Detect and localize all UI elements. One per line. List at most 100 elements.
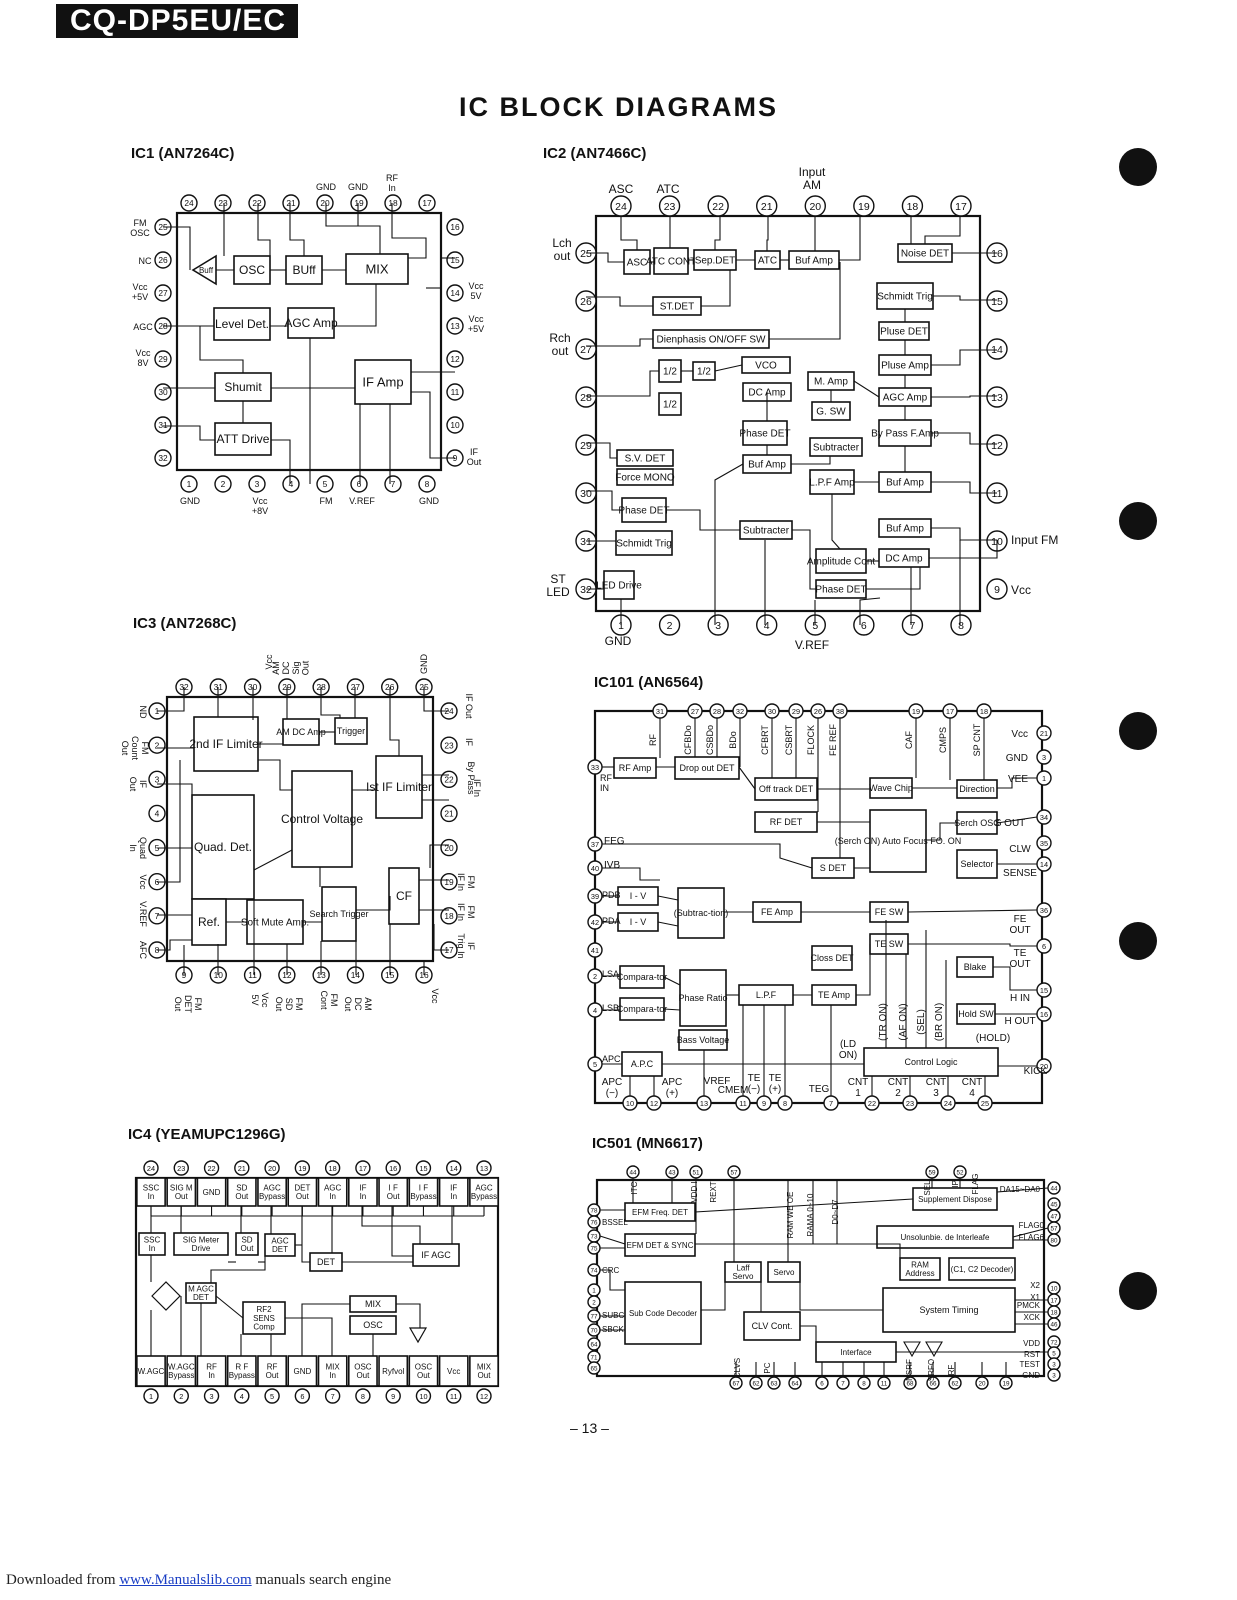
pin-label: By Pass	[466, 761, 476, 795]
ic101-block	[956, 779, 998, 799]
pin-number: 13	[316, 970, 326, 980]
pin-number: 63	[770, 1380, 778, 1387]
ic2-title: IC2 (AN7466C)	[543, 145, 647, 162]
pin-number: 64	[590, 1341, 598, 1348]
pin-number: 16	[450, 222, 460, 232]
pin-number: 3	[1052, 1372, 1056, 1379]
pin	[294, 1388, 311, 1404]
pin-number: 4	[240, 1392, 244, 1401]
ic4-bottom-cell	[287, 1355, 318, 1387]
pin	[446, 350, 464, 368]
pin-label: GND	[1022, 1371, 1040, 1380]
ic4-bottom-cell	[347, 1355, 378, 1387]
wire	[931, 432, 997, 445]
ic4-top-cell	[226, 1177, 257, 1207]
pin-label: D0~D7	[831, 1199, 840, 1225]
wire	[157, 760, 181, 883]
pin-label: PMCK	[1017, 1301, 1041, 1310]
punch-hole	[1119, 1272, 1157, 1310]
pin	[148, 907, 166, 925]
mix-block	[345, 253, 409, 285]
pin-label: GND	[605, 634, 632, 648]
ic4-block-label: DET	[317, 1257, 336, 1267]
pin	[1047, 1368, 1061, 1382]
ic2-block-label: Pluse Amp	[881, 361, 929, 372]
pin-label: Vcc+5V	[468, 314, 484, 334]
pin-number: 14	[450, 288, 460, 298]
pin-number: 76	[590, 1219, 598, 1226]
buffer-triangle	[925, 1341, 943, 1358]
ic501-block	[948, 1257, 1016, 1281]
pin-label: PDA	[602, 916, 621, 926]
pin	[243, 966, 262, 984]
pin	[901, 614, 924, 636]
pin	[384, 475, 402, 493]
ic101-block	[679, 969, 727, 1027]
wire	[839, 216, 861, 261]
pin-label: FM	[320, 496, 333, 506]
pin-label: X1	[1030, 1293, 1040, 1302]
ic501-block-label: Sub Code Decoder	[629, 1309, 697, 1318]
pin-label: RAMA 0~10	[806, 1193, 815, 1236]
pin-label: KICK	[1024, 1066, 1048, 1077]
wire	[215, 1295, 244, 1319]
ic501-block-label: EFM DET & SYNC	[627, 1241, 694, 1250]
pin-number: 3	[209, 1392, 213, 1401]
pin-number: 39	[591, 892, 599, 901]
pin-number: 1	[149, 1392, 153, 1401]
wire	[800, 1325, 817, 1342]
ic101-block-label: Wave Chip	[869, 783, 913, 793]
ic2-block-label: AGC Amp	[883, 393, 928, 404]
pin-label: (BR ON)	[934, 1003, 945, 1041]
pin-number: 8	[783, 1099, 787, 1108]
ic2-block-label: By Pass F.Amp	[871, 429, 939, 440]
buffer-triangle	[903, 1341, 921, 1358]
soft-mute-amp-block-label: Soft Mute Amp.	[241, 918, 309, 929]
pin-number: 64	[791, 1380, 799, 1387]
pin-number: 24	[944, 1099, 952, 1108]
pin-number: 62	[752, 1380, 760, 1387]
ic2-block-label: DC Amp	[885, 554, 923, 565]
ic3-outline	[165, 695, 435, 963]
manualslib-link[interactable]: www.Manualslib.com	[119, 1572, 252, 1588]
pin-number: 3	[1042, 753, 1046, 762]
wire	[714, 463, 744, 625]
ic2-block	[653, 247, 689, 275]
pin-number: 31	[656, 707, 664, 716]
pin-label: CSBDo	[705, 725, 715, 755]
pin	[148, 804, 166, 823]
pin	[203, 1160, 220, 1176]
pin-number: 11	[248, 970, 257, 980]
pin-number: 52	[956, 1169, 964, 1176]
pin-number: 3	[715, 620, 721, 632]
pin-label: TEG	[809, 1084, 830, 1095]
pin	[707, 195, 729, 217]
pin-label: RAM WE OE	[786, 1192, 795, 1239]
pin-number: 12	[282, 970, 292, 980]
ic4-block	[138, 1232, 166, 1256]
pin-number: 18	[444, 911, 454, 921]
pin-number: 4	[289, 479, 294, 489]
pin-label: GND	[316, 182, 337, 192]
pin-label: NSRF	[905, 1359, 914, 1381]
pin-number: 17	[1050, 1297, 1058, 1304]
pin	[446, 317, 464, 335]
ic2-block-label: Phase DET	[618, 506, 669, 517]
ic101-block-label: Blake	[964, 962, 987, 972]
pin-label: FMSDOut	[274, 997, 304, 1012]
pin	[476, 1160, 492, 1176]
pin	[575, 290, 597, 312]
pin-number: 1	[1042, 774, 1046, 783]
pin-label: SBCK	[602, 1325, 624, 1334]
ic101-block-label: Drop out DET	[679, 763, 735, 773]
pin-label: LSA	[602, 969, 619, 979]
wire	[361, 1206, 421, 1244]
